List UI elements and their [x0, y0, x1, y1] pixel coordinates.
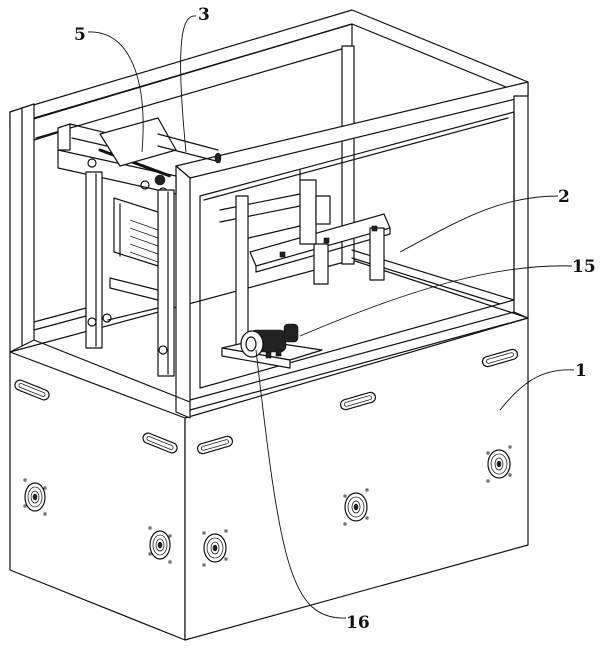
lift-assembly	[57, 117, 222, 377]
handle[interactable]	[196, 435, 234, 455]
fans	[23, 445, 512, 567]
tray-slats	[129, 219, 159, 263]
label-15: 15	[572, 257, 596, 277]
table-leg	[313, 243, 329, 285]
lift-column-right	[157, 189, 175, 377]
label-2: 2	[558, 187, 570, 207]
handle[interactable]	[481, 348, 519, 368]
carriage-upright	[299, 179, 317, 245]
cabinet-front-face	[184, 317, 529, 641]
label-5: 5	[74, 25, 86, 45]
label-3: 3	[198, 5, 210, 25]
leader-2	[399, 195, 559, 253]
leader-16	[255, 349, 347, 619]
handle[interactable]	[13, 379, 50, 402]
clamp-icon	[371, 225, 378, 232]
lift-column-left	[85, 171, 103, 349]
handle[interactable]	[339, 391, 377, 411]
table-leg	[369, 227, 385, 281]
leader-5	[87, 31, 144, 153]
fan-icon	[202, 529, 228, 567]
handle[interactable]	[141, 432, 178, 455]
frame-right-post	[513, 95, 529, 319]
rail-table	[219, 169, 391, 347]
leader-15	[299, 265, 573, 337]
tray-stack	[113, 197, 159, 267]
fan-icon	[23, 478, 47, 516]
fan-icon	[148, 526, 172, 564]
leader-lines	[87, 15, 575, 619]
leader-3	[180, 15, 197, 153]
outer-frame	[9, 9, 529, 419]
handles	[13, 348, 519, 455]
gear-icon	[154, 174, 166, 186]
motor-assembly	[221, 323, 323, 369]
fan-icon	[486, 445, 512, 483]
bolt-icon	[87, 158, 97, 168]
leader-1	[499, 369, 575, 411]
label-1: 1	[575, 361, 587, 381]
label-16: 16	[346, 613, 370, 633]
clamp-icon	[323, 237, 330, 244]
fan-icon	[343, 488, 369, 526]
reference-labels: 5 3 2 15 1 16	[74, 5, 596, 633]
frame-back-inner-rail	[33, 23, 353, 139]
base-cabinet	[9, 259, 529, 641]
frame-front-corner-post	[175, 165, 191, 419]
motor-end-cap	[240, 330, 264, 358]
gear-box	[99, 117, 177, 167]
lift-top-beam	[57, 149, 177, 195]
bolt-icon	[140, 180, 150, 190]
clamp-icon	[279, 251, 286, 258]
